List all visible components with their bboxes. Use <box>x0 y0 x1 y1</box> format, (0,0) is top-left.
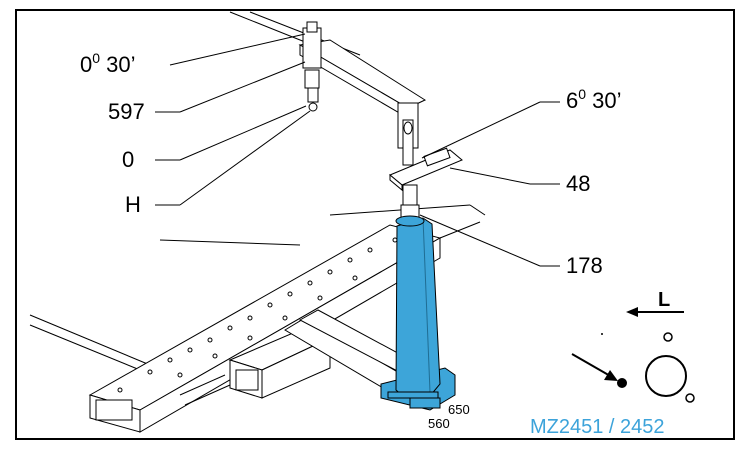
measuring-bridge <box>229 11 463 218</box>
model-code: MZ2451 / 2452 <box>530 416 665 438</box>
reference-circle-small-icon <box>663 332 673 342</box>
leader-lines <box>155 33 560 267</box>
callout-angle-right: 60 30’ <box>566 86 622 113</box>
direction-label: L <box>658 289 670 311</box>
chassis-rails <box>29 204 486 433</box>
column-body <box>395 217 441 399</box>
direction-indicator: L <box>571 289 695 403</box>
base-dim-650: 650 <box>448 402 470 417</box>
pointer-arrow-line <box>571 353 613 378</box>
callout-zero: 0 <box>122 147 134 172</box>
reference-dot-icon <box>617 378 627 388</box>
callout-48: 48 <box>566 171 590 196</box>
reference-circle-large-icon <box>645 355 687 397</box>
reference-circle-small-2-icon <box>685 393 695 403</box>
callout-angle-top: 00 30’ <box>80 50 136 77</box>
callout-h: H <box>125 192 141 217</box>
callout-178: 178 <box>566 253 603 278</box>
pointer-arrow-head-icon <box>604 370 618 381</box>
base-dim-560: 560 <box>428 416 450 431</box>
frame-border <box>15 9 735 440</box>
direction-arrow-head-icon <box>626 307 638 317</box>
support-column <box>380 215 456 411</box>
callout-597: 597 <box>108 99 145 124</box>
